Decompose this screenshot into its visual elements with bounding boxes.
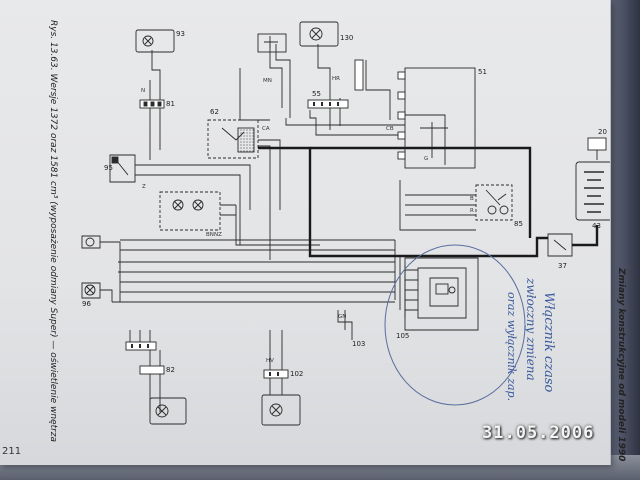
label-130: 130 <box>340 34 353 42</box>
page-number: 211 <box>2 446 22 457</box>
label-102: 102 <box>290 370 303 378</box>
wire-label-b: B <box>470 196 474 202</box>
label-81: 81 <box>166 100 175 108</box>
camera-date-stamp: 31.05.2006 <box>482 423 595 443</box>
wire-label-z: Z <box>142 184 146 190</box>
wire-label-ca: CA <box>262 126 270 132</box>
wire-label-nz: NZ <box>214 232 222 238</box>
thin-wires <box>81 44 598 412</box>
component-symbols <box>84 21 610 426</box>
wire-label-r: R <box>470 208 474 214</box>
label-20: 20 <box>598 128 607 136</box>
label-105: 105 <box>396 332 409 340</box>
wire-label-gn: GN <box>338 314 346 320</box>
label-96: 96 <box>82 300 91 308</box>
label-82: 82 <box>166 366 175 374</box>
label-37: 37 <box>558 262 567 270</box>
wire-label-cb: CB <box>386 126 394 132</box>
figure-caption: Rys. 13.63. Wersje 1372 oraz 1581 cm³ (w… <box>48 20 58 443</box>
wire-label-g: G <box>424 156 428 162</box>
wire-label-hr: HR <box>332 76 340 82</box>
wire-label-n: N <box>141 88 145 94</box>
label-95: 95 <box>104 164 113 172</box>
label-62: 62 <box>210 108 219 116</box>
label-103: 103 <box>352 340 365 348</box>
handwritten-circle <box>384 244 526 406</box>
label-51: 51 <box>478 68 487 76</box>
wire-code-labels: N MN HR BN NZ CA CB GN G B R HV Z <box>141 76 474 364</box>
heavy-feed-wire <box>258 146 599 258</box>
handwritten-note-line-2: zwłoczny zmiena <box>524 278 538 381</box>
handwritten-note-line-1: Włącznik czaso <box>541 292 556 393</box>
label-43: 43 <box>592 222 601 230</box>
handwritten-note-line-3: oraz wyłącznik zap. <box>505 292 518 402</box>
wire-label-mn: MN <box>263 78 272 84</box>
wiring-diagram: 20 37 43 51 55 62 81 82 85 93 95 96 102 … <box>81 21 610 426</box>
label-93: 93 <box>176 30 185 38</box>
wire-label-bn: BN <box>206 232 214 238</box>
manual-page: 20 37 43 51 55 62 81 82 85 93 95 96 102 … <box>0 0 611 465</box>
label-85: 85 <box>514 220 523 228</box>
section-title: Zmiany konstrukcyjne od modeli 1990 <box>616 268 626 462</box>
component-labels: 20 37 43 51 55 62 81 82 85 93 95 96 102 … <box>82 30 607 378</box>
label-55: 55 <box>312 90 321 98</box>
wire-label-hv: HV <box>266 358 274 364</box>
